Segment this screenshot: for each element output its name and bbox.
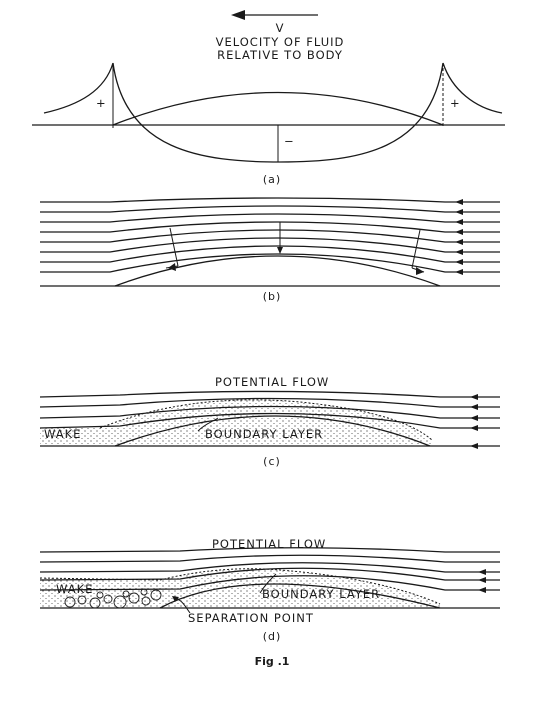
streamline-b — [40, 213, 500, 223]
eddy — [89, 597, 101, 609]
wake-label-c: WAKE — [44, 427, 81, 441]
velocity-vector-right — [411, 229, 425, 275]
flow-arrowhead — [470, 425, 478, 431]
streamline-group-b — [40, 197, 500, 275]
streamline-c — [39, 397, 500, 408]
flow-arrowhead — [478, 577, 486, 583]
velocity-caption-line1: VELOCITY OF FLUID — [216, 35, 345, 49]
plus-sign-left: + — [96, 96, 107, 110]
potential-flow-label-d: POTENTIAL FLOW — [212, 537, 326, 551]
flow-arrowhead — [470, 443, 478, 449]
boundary-layer-shading-d — [40, 568, 440, 608]
eddy — [103, 594, 113, 604]
body-outline-b — [114, 255, 441, 287]
separation-point-arrowhead — [172, 596, 179, 602]
figure-label: Fig .1 — [255, 655, 290, 668]
caption-a: (a) — [263, 173, 281, 186]
boundary-layer-edge-c — [99, 399, 433, 441]
body-outline-c — [114, 415, 431, 447]
eddy — [77, 595, 87, 605]
pressure-curve-suction — [112, 62, 444, 163]
streamline-c — [39, 405, 500, 419]
panel-b-streamlines — [40, 197, 500, 287]
boundary-layer-edge-d — [39, 568, 441, 605]
boundary-layer-shading-c — [40, 399, 432, 446]
panel-c-boundary-layer — [39, 390, 500, 449]
flow-arrowhead — [455, 249, 463, 255]
caption-c: (c) — [263, 455, 281, 468]
plus-sign-right: + — [450, 96, 461, 110]
potential-flow-label-c: POTENTIAL FLOW — [215, 375, 329, 389]
body-outline-d — [159, 583, 441, 609]
streamline-c — [39, 412, 500, 429]
flow-arrowhead — [455, 259, 463, 265]
flow-arrowhead — [478, 587, 486, 593]
eddy — [128, 592, 140, 604]
flow-arrowhead — [455, 219, 463, 225]
eddy — [150, 589, 162, 601]
eddy — [122, 590, 130, 598]
caption-d: (d) — [263, 630, 282, 643]
streamline-d — [39, 575, 500, 591]
pressure-curve-left-peak — [43, 62, 114, 114]
velocity-arrow — [231, 10, 318, 20]
streamline-b — [40, 205, 500, 213]
boundary-layer-leader-c — [197, 417, 219, 432]
pressure-curve-right-peak — [442, 62, 503, 114]
velocity-vector-center — [277, 222, 283, 254]
streamline-group-d — [39, 547, 500, 593]
flow-arrowhead — [455, 239, 463, 245]
boundary-layer-label-c: BOUNDARY LAYER — [205, 427, 323, 441]
flow-arrowhead — [455, 209, 463, 215]
streamline-b — [40, 221, 500, 233]
streamline-d — [39, 554, 500, 563]
eddy — [113, 595, 127, 609]
flow-arrowhead — [470, 415, 478, 421]
separation-point-label: SEPARATION POINT — [188, 611, 314, 625]
wake-eddies — [64, 588, 162, 609]
streamline-b — [40, 245, 500, 263]
boundary-layer-label-d: BOUNDARY LAYER — [262, 587, 380, 601]
flow-arrowhead — [470, 394, 478, 400]
eddy — [141, 596, 151, 606]
streamline-b — [40, 229, 500, 243]
streamline-group-c — [39, 390, 500, 449]
streamline-d — [39, 547, 500, 553]
velocity-symbol: V — [276, 21, 285, 35]
flow-arrowhead — [455, 229, 463, 235]
eddy — [96, 591, 104, 599]
velocity-caption-line2: RELATIVE TO BODY — [217, 48, 343, 62]
eddy — [140, 588, 148, 596]
streamline-b — [40, 237, 500, 253]
flow-arrowhead — [470, 404, 478, 410]
panel-a-pressure-distribution: + + − — [32, 62, 505, 163]
streamline-b — [40, 197, 500, 203]
boundary-layer-leader-d — [259, 573, 277, 594]
wake-label-d: WAKE — [56, 582, 93, 596]
body-outline-a — [112, 91, 444, 126]
flow-arrowhead — [455, 269, 463, 275]
streamline-d — [39, 562, 500, 573]
minus-sign: − — [284, 134, 295, 148]
flow-arrowhead — [478, 569, 486, 575]
flow-arrowhead — [455, 199, 463, 205]
velocity-vector-left — [165, 227, 179, 271]
streamline-c — [39, 390, 500, 398]
streamline-d — [39, 567, 500, 581]
caption-b: (b) — [263, 290, 282, 303]
eddy — [64, 596, 76, 608]
panel-d-separation — [39, 547, 500, 614]
